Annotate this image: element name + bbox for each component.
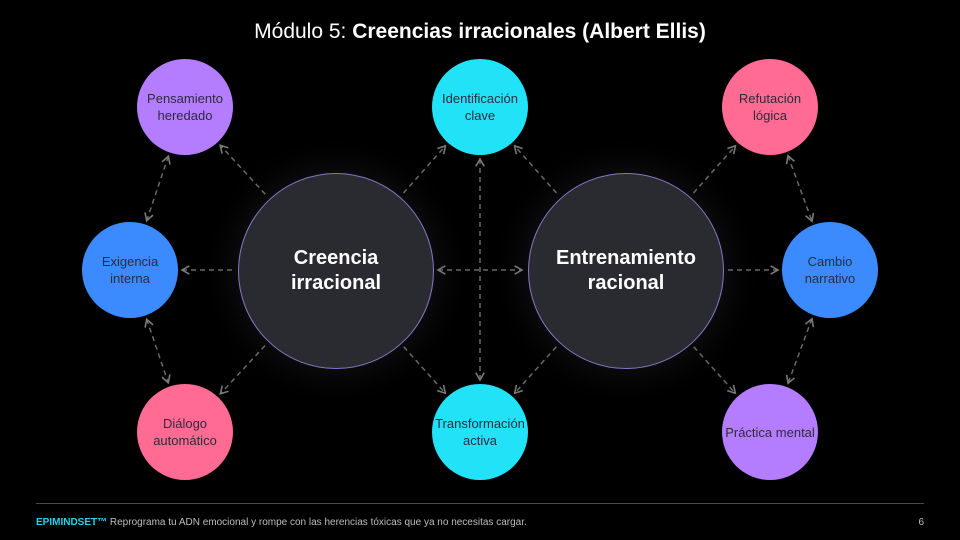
footer-divider [36,503,924,504]
connector-cambio-practica [785,317,815,385]
connector-entrenamiento-identificacion [513,144,558,194]
title-prefix: Módulo 5: [254,20,353,43]
connector-creencia-transformacion [403,346,447,395]
connector-entrenamiento-practica [693,346,737,395]
node-creencia-irracional: Creencia irracional [238,173,434,369]
node-label: Identificación clave [442,91,518,123]
node-refutacion-logica: Refutación lógica [722,59,818,155]
node-label: Cambio narrativo [804,254,856,286]
connector-refutacion-cambio [785,154,815,223]
connector-creencia-identificacion [402,144,447,194]
node-exigencia-interna: Exigencia interna [82,222,178,318]
node-transformacion-activa: Transformación activa [432,384,528,480]
node-dialogo-automatico: Diálogo automático [137,384,233,480]
node-practica-mental: Práctica mental [722,384,818,480]
node-label: Exigencia interna [101,254,159,286]
connector-creencia-dialogo [219,345,266,396]
connector-pensamiento-exigencia [144,154,171,223]
node-label: Entrenamiento racional [555,247,697,294]
node-label: Diálogo automático [153,416,217,448]
node-label: Refutación lógica [738,91,802,123]
footer-brand: EPIMINDSET™ [36,517,108,528]
slide-title: Módulo 5: Creencias irracionales (Albert… [0,20,960,44]
connector-entrenamiento-transformacion [513,346,557,395]
node-entrenamiento-racional: Entrenamiento racional [528,173,724,369]
connector-entrenamiento-refutacion [692,144,737,194]
page-number: 6 [918,517,924,528]
node-label: Transformación activa [435,416,525,448]
connector-exigencia-dialogo [144,317,171,385]
footer: EPIMINDSET™ Reprograma tu ADN emocional … [36,517,527,528]
footer-tagline: Reprograma tu ADN emocional y rompe con … [107,517,527,528]
node-pensamiento-heredado: Pensamiento heredado [137,59,233,155]
node-cambio-narrativo: Cambio narrativo [782,222,878,318]
node-label: Práctica mental [725,424,815,440]
node-label: Creencia irracional [290,247,382,294]
connector-creencia-pensamiento [219,144,266,195]
node-label: Pensamiento heredado [147,91,223,123]
title-main: Creencias irracionales (Albert Ellis) [352,20,706,43]
node-identificacion-clave: Identificación clave [432,59,528,155]
